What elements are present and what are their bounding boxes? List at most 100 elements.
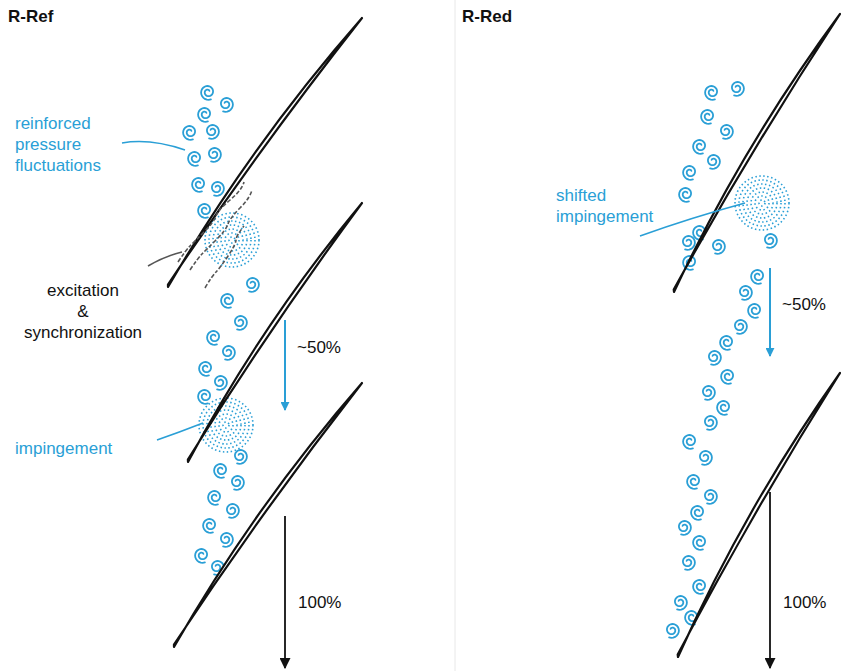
blade-profile (674, 14, 840, 292)
vortex (693, 580, 705, 594)
impingement-ring (223, 422, 229, 428)
vortex (765, 234, 777, 248)
excitation-lines (178, 182, 252, 288)
vortex (700, 451, 712, 465)
vortex (751, 270, 763, 284)
vortex (201, 86, 213, 100)
vortex (221, 294, 233, 308)
panel-heading: R-Red (462, 6, 512, 27)
flow-arrow (284, 320, 286, 410)
vortex (735, 320, 747, 334)
label-line: impingement (556, 206, 653, 227)
vortex (235, 316, 247, 330)
blade-profile (168, 18, 362, 287)
vortex (693, 140, 705, 154)
vortex (705, 86, 717, 100)
vortex-group (183, 82, 777, 638)
percentage: ~50% (297, 337, 341, 358)
vortex (198, 108, 210, 122)
vortex (705, 490, 717, 504)
label-line: shifted (556, 185, 653, 206)
vortex (703, 386, 715, 400)
vortex (683, 166, 695, 180)
vortex (227, 504, 239, 518)
vortex (208, 491, 220, 505)
excitation-line (205, 226, 244, 288)
percentage: ~50% (782, 294, 826, 315)
leader-line (640, 203, 745, 236)
vortex (701, 110, 713, 124)
leader-line (148, 252, 182, 266)
impingement-ring (229, 237, 235, 243)
flow-arrow (769, 492, 771, 668)
annotation: excitation & synchronization (8, 280, 158, 343)
impingement-ring (219, 418, 233, 432)
vortex (212, 182, 224, 196)
label-line: fluctuations (15, 155, 101, 176)
vortex (732, 82, 744, 96)
vortex (675, 596, 687, 610)
vortex (209, 148, 221, 162)
label-line: reinforced (15, 113, 101, 134)
vortex (198, 390, 210, 404)
label-line: synchronization (8, 322, 158, 343)
vortex (199, 362, 211, 376)
flow-arrow (284, 516, 286, 668)
vortex (679, 521, 691, 535)
vortex (235, 450, 247, 464)
flow-arrow (769, 268, 771, 356)
panel-divider (455, 0, 456, 671)
vortex (713, 240, 725, 254)
vortex (717, 401, 729, 415)
vortex (215, 376, 227, 390)
vortex (214, 464, 226, 478)
leader-line (122, 142, 185, 150)
vortex (221, 98, 233, 112)
label-line: excitation (8, 280, 158, 301)
excitation-line (190, 190, 252, 270)
vortex (207, 331, 219, 345)
vortex (693, 536, 705, 550)
vortex (188, 152, 200, 166)
vortex (221, 533, 233, 547)
vortex (683, 556, 695, 570)
vortex (721, 370, 733, 384)
label-line: pressure (15, 134, 101, 155)
impingement-ring (759, 200, 765, 206)
vortex (198, 204, 210, 218)
impingement-ring (207, 406, 245, 444)
percentage: 100% (783, 592, 826, 613)
percentage: 100% (298, 592, 341, 613)
vortex (207, 125, 219, 139)
annotation: shifted impingement (556, 185, 653, 227)
vortex (709, 351, 721, 365)
impingement-ring (215, 414, 237, 436)
vortex (720, 336, 732, 350)
annotation: impingement (15, 438, 112, 459)
vortex (247, 278, 259, 292)
vortex (687, 475, 699, 489)
vortex (748, 304, 760, 318)
vortex (691, 506, 703, 520)
impingement-ring (205, 213, 259, 267)
vortex (683, 236, 695, 250)
vortex (721, 125, 733, 139)
impingement-ring (751, 192, 773, 214)
impingement-ring (747, 188, 777, 218)
impingement-ring (213, 221, 251, 259)
annotation: reinforced pressure fluctuations (15, 113, 101, 176)
vortex (203, 519, 215, 533)
vortex (223, 346, 235, 360)
vortex (740, 286, 752, 300)
impingement-rings (199, 176, 789, 452)
impingement-ring (739, 180, 785, 226)
panel-heading: R-Ref (8, 6, 53, 27)
vortex (679, 188, 691, 202)
blade-profile (678, 373, 840, 657)
vortex (183, 126, 195, 140)
vortex (667, 624, 679, 638)
vortex (195, 549, 207, 563)
vortex (232, 476, 244, 490)
impingement-ring (743, 184, 781, 222)
